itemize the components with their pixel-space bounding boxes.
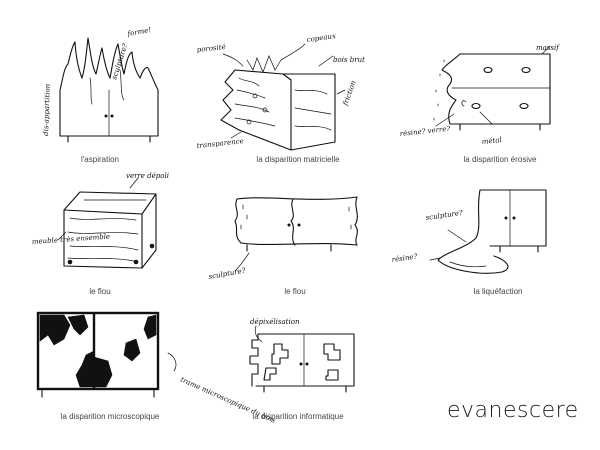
sketch-matricielle: copeaux bois brut friction porosité tran… [195, 30, 365, 155]
box-flou-drawing [57, 177, 157, 269]
caption-flou-cabinet: le flou [284, 287, 306, 296]
annotation-transparence: transparence [196, 137, 244, 150]
annotation-verre-depoli: verre dépoli [126, 172, 169, 180]
cabinet-liquefaction-drawing [429, 189, 547, 274]
annotation-bois-brut: bois brut [333, 56, 365, 64]
sketch-flou-box: verre dépoli meuble très ensemble [30, 170, 180, 280]
cabinet-flou-drawing [234, 196, 358, 272]
sketch-microscopique: trame microscopique du bois [30, 305, 277, 425]
cabinet-aspiration-drawing [59, 37, 159, 143]
cabinet-microscopique-drawing [36, 311, 177, 398]
caption-liquefaction: la liquéfaction [473, 287, 523, 296]
brand-wordmark: evanescere [447, 398, 579, 423]
sketch-informatique: dépixélisation [228, 310, 378, 410]
cabinet-informatique-drawing [249, 325, 355, 393]
annotation-copeaux: copeaux [306, 32, 336, 44]
sketch-flou-cabinet: sculpture? [205, 185, 370, 285]
annotation-porosite: porosité [196, 43, 226, 54]
caption-flou-box: le flou [89, 287, 111, 296]
annotation-sculpture: sculpture? [110, 42, 129, 80]
caption-erosive: la disparition érosive [463, 155, 537, 164]
annotation-meuble-ensemble: meuble très ensemble [32, 233, 111, 246]
sketch-aspiration: forme! sculpture? dis-appartition [30, 8, 180, 148]
annotation-dis-appartition: dis-appartition [42, 83, 52, 136]
annotation-forme: forme! [126, 26, 152, 38]
caption-microscopique: la disparition microscopique [60, 412, 160, 421]
annotation-resine-liquefaction: résine? [391, 252, 418, 264]
caption-matricielle: la disparition matricielle [256, 155, 340, 164]
annotation-friction: friction [341, 79, 358, 107]
annotation-resine-verre: résine? verre? [399, 125, 450, 138]
sketch-liquefaction: sculpture? résine? [390, 180, 570, 290]
annotation-sculpture-liquefaction: sculpture? [425, 209, 463, 222]
sketch-erosive: massif résine? verre? métal [399, 40, 575, 150]
caption-informatique: la disparition informatique [252, 412, 344, 421]
annotation-depixelisation: dépixélisation [250, 318, 300, 326]
annotation-massif: massif [536, 44, 560, 52]
dresser-erosive-drawing [433, 45, 551, 131]
annotation-sculpture-flou: sculpture? [208, 267, 246, 281]
annotation-metal: métal [481, 136, 502, 146]
caption-aspiration: l'aspiration [81, 155, 119, 164]
cube-matricielle-drawing [220, 43, 346, 151]
